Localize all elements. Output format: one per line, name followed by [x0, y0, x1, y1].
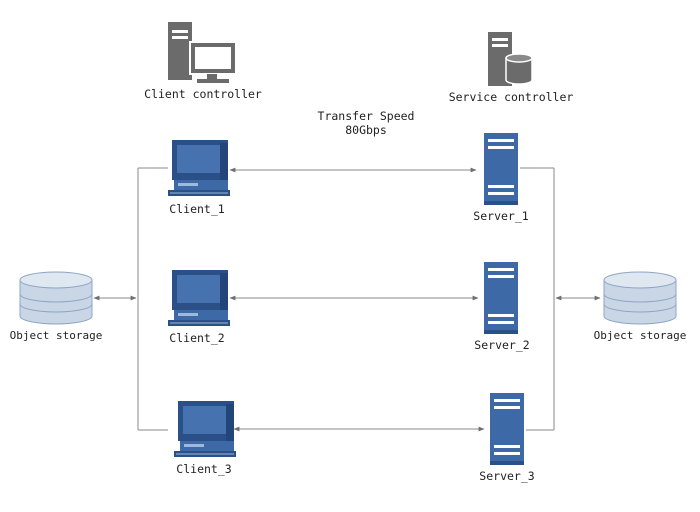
object-storage-right-label: Object storage: [594, 329, 687, 342]
server-rack-icon: [490, 393, 524, 465]
client-3: Client_3: [173, 400, 237, 476]
database-cylinder-icon: [19, 271, 93, 325]
server-database-icon: [488, 32, 533, 86]
desktop-computer-icon: [167, 139, 231, 197]
server-rack-icon: [484, 262, 518, 334]
server-1: Server_1: [473, 133, 529, 223]
client-controller-label: Client controller: [144, 87, 262, 101]
object-storage-left-label: Object storage: [10, 329, 103, 342]
transfer-speed-title: Transfer Speed: [318, 109, 415, 123]
server-1-label: Server_1: [473, 209, 528, 223]
database-cylinder-icon: [603, 271, 677, 325]
desktop-computer-icon: [167, 269, 231, 327]
client-2: Client_2: [167, 269, 231, 345]
computer-tower-monitor-icon: [168, 22, 237, 83]
client-1: Client_1: [167, 139, 231, 216]
server-3-label: Server_3: [479, 469, 534, 483]
client-2-label: Client_2: [169, 331, 224, 345]
client-1-label: Client_1: [169, 202, 224, 216]
object-storage-left: Object storage: [10, 271, 103, 342]
transfer-speed-value: 80Gbps: [345, 123, 387, 137]
connections: [93, 167, 601, 432]
server-rack-icon: [484, 133, 518, 205]
server-3: Server_3: [479, 393, 535, 483]
transfer-speed: Transfer Speed 80Gbps: [318, 109, 415, 137]
desktop-computer-icon: [173, 400, 237, 458]
client-3-label: Client_3: [176, 462, 231, 476]
object-storage-right: Object storage: [594, 271, 687, 342]
server-2: Server_2: [474, 262, 530, 352]
service-controller: Service controller: [449, 32, 574, 104]
server-2-label: Server_2: [474, 338, 529, 352]
service-controller-label: Service controller: [449, 90, 574, 104]
client-controller: Client controller: [144, 22, 262, 101]
